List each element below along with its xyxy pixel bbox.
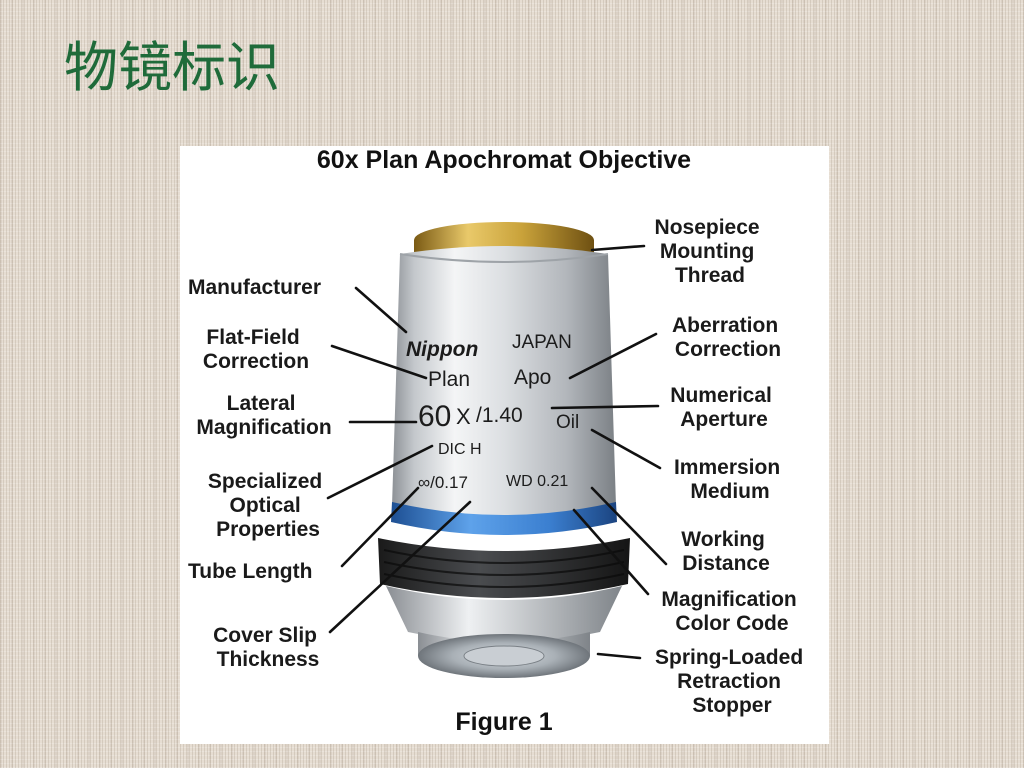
- engraving-mag-suffix: X: [456, 404, 471, 429]
- figure-caption: Figure 1: [455, 708, 552, 736]
- engraving-dic: DIC H: [438, 441, 482, 458]
- labels-left: Manufacturer Flat-Field Correction Later…: [188, 276, 332, 671]
- engraving-immersion: Oil: [556, 412, 579, 433]
- label-aberration-correction: Aberration Correction: [672, 314, 784, 361]
- engraving-plan: Plan: [428, 368, 470, 391]
- label-numerical-aperture: Numerical Aperture: [670, 384, 777, 431]
- label-flat-field-correction: Flat-Field Correction: [203, 326, 309, 373]
- engraving-apo: Apo: [514, 366, 551, 389]
- label-working-distance: Working Distance: [681, 528, 770, 575]
- engraving-manufacturer: Nippon: [406, 338, 478, 361]
- objective-diagram: 60x Plan Apochromat Objective: [180, 146, 829, 744]
- label-immersion-medium: Immersion Medium: [674, 456, 786, 503]
- engravings: Nippon JAPAN Plan Apo 60 X /1.40 Oil DIC…: [406, 332, 579, 492]
- objective-body: [378, 222, 630, 678]
- engraving-aperture: /1.40: [476, 404, 523, 427]
- figure-title: 60x Plan Apochromat Objective: [317, 146, 691, 174]
- slide-title: 物镜标识: [64, 36, 280, 99]
- objective-diagram-svg: 60x Plan Apochromat Objective: [188, 146, 809, 736]
- engraving-magnification: 60: [418, 400, 451, 433]
- label-lateral-magnification: Lateral Magnification: [196, 392, 331, 439]
- barrel: [392, 246, 616, 518]
- label-specialized-optical-properties: Specialized Optical Properties: [208, 470, 328, 541]
- color-band: [391, 502, 617, 535]
- label-manufacturer: Manufacturer: [188, 276, 321, 299]
- nose-cone: [386, 586, 622, 642]
- label-cover-slip-thickness: Cover Slip Thickness: [213, 624, 323, 671]
- engraving-tube-coverslip: ∞/0.17: [418, 473, 468, 492]
- engraving-country: JAPAN: [512, 332, 572, 353]
- label-tube-length: Tube Length: [188, 560, 312, 583]
- label-magnification-color-code: Magnification Color Code: [661, 588, 802, 635]
- engraving-working-distance: WD 0.21: [506, 473, 568, 490]
- labels-right: Nosepiece Mounting Thread Aberration Cor…: [655, 216, 809, 717]
- label-nosepiece-mounting-thread: Nosepiece Mounting Thread: [655, 216, 766, 287]
- label-spring-loaded-retraction-stopper: Spring-Loaded Retraction Stopper: [655, 646, 809, 717]
- leader-lines: [326, 244, 668, 660]
